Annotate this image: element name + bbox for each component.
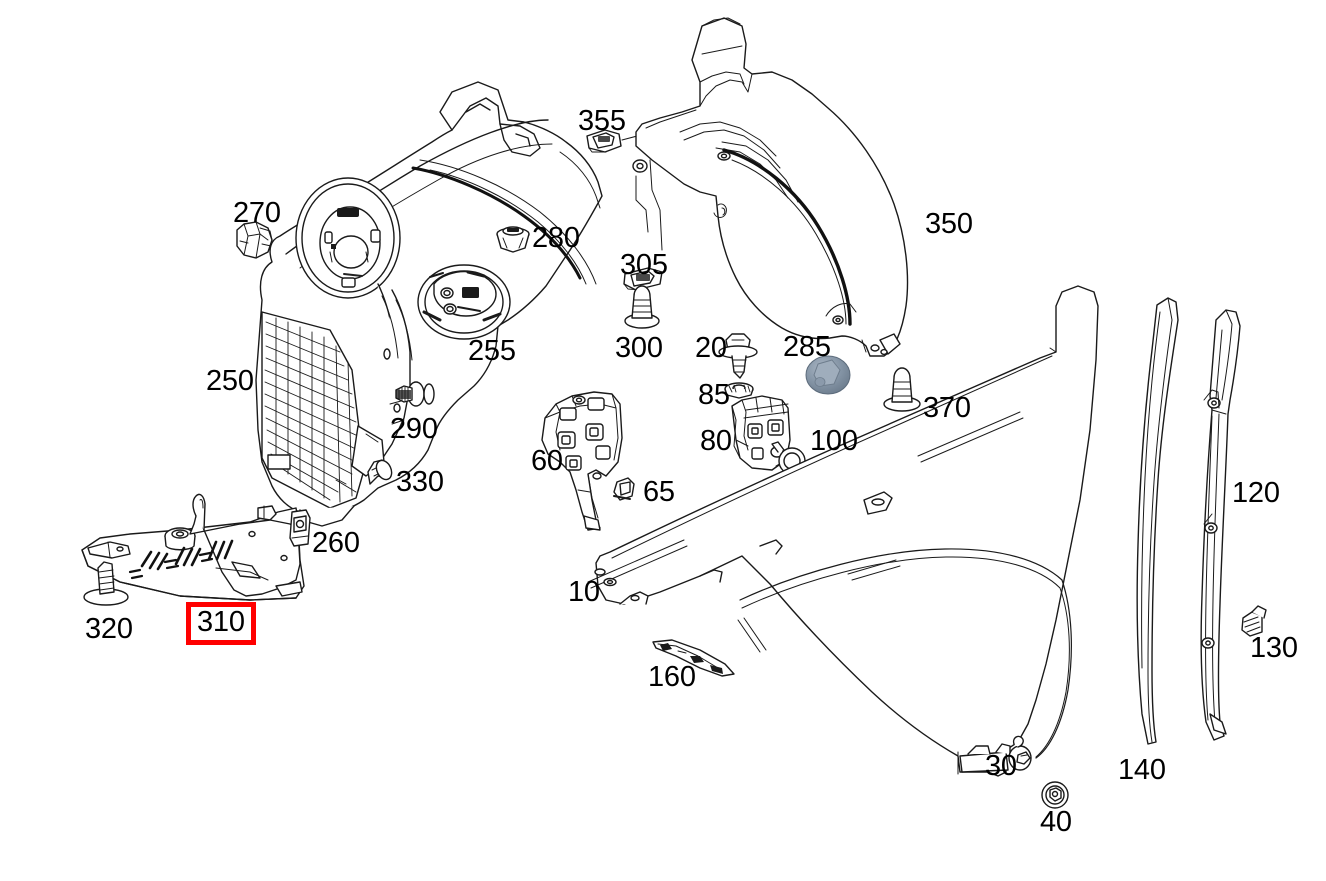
part-20-hex-flange-bolt (718, 333, 758, 379)
callout-label-330[interactable]: 330 (396, 466, 444, 498)
part-60-mounting-bracket (541, 391, 623, 531)
callout-label-80[interactable]: 80 (700, 425, 732, 457)
callout-label-300[interactable]: 300 (615, 332, 663, 364)
callout-label-140[interactable]: 140 (1118, 754, 1166, 786)
callout-label-255[interactable]: 255 (468, 335, 516, 367)
part-80-reinforcement-bracket (731, 395, 791, 471)
callout-label-280[interactable]: 280 (532, 222, 580, 254)
part-350-right-wheel-arch-liner (632, 17, 909, 357)
part-85-washer (724, 382, 754, 399)
part-320-push-pin-rivet (83, 561, 129, 606)
callout-label-350[interactable]: 350 (925, 208, 973, 240)
callout-label-120[interactable]: 120 (1232, 477, 1280, 509)
callout-label-285[interactable]: 285 (783, 331, 831, 363)
part-130-screw (1241, 605, 1267, 637)
part-260-spring-nut-clip (289, 509, 311, 547)
part-140-fender-trim-strip-outer (1136, 297, 1179, 745)
part-310-lower-engine-panel (81, 493, 305, 601)
callout-label-305[interactable]: 305 (620, 249, 668, 281)
part-300-push-pin-rivet (624, 285, 660, 329)
callout-label-260[interactable]: 260 (312, 527, 360, 559)
part-255-access-cover (417, 264, 511, 340)
callout-label-20[interactable]: 20 (695, 332, 727, 364)
part-330-self-tapping-screw (367, 459, 393, 485)
callout-label-10[interactable]: 10 (568, 576, 600, 608)
part-65-retainer-clip (613, 477, 635, 501)
callout-label-100[interactable]: 100 (810, 425, 858, 457)
callout-label-160[interactable]: 160 (648, 661, 696, 693)
callout-label-85[interactable]: 85 (698, 379, 730, 411)
callout-label-130[interactable]: 130 (1250, 632, 1298, 664)
callout-label-270[interactable]: 270 (233, 197, 281, 229)
part-160-molding-strip (652, 639, 735, 677)
part-285-grommet-plug (805, 355, 851, 395)
callout-label-250[interactable]: 250 (206, 365, 254, 397)
callout-label-40[interactable]: 40 (1040, 806, 1072, 838)
callout-label-60[interactable]: 60 (531, 445, 563, 477)
part-290-expanding-rivet-small (395, 381, 435, 407)
callout-label-65[interactable]: 65 (643, 476, 675, 508)
part-270-retaining-clip (236, 221, 273, 259)
callout-label-370[interactable]: 370 (923, 392, 971, 424)
part-40-hex-nut (1041, 781, 1069, 809)
part-355-spring-clip (586, 129, 622, 153)
callout-label-290[interactable]: 290 (390, 413, 438, 445)
part-10-front-fender-panel (587, 285, 1099, 777)
callout-label-320[interactable]: 320 (85, 613, 133, 645)
callout-label-30[interactable]: 30 (985, 750, 1017, 782)
part-120-fender-trim-strip-inner (1200, 309, 1241, 741)
part-370-push-pin-rivet (883, 367, 921, 412)
callout-label-310-highlighted[interactable]: 310 (186, 602, 256, 645)
part-280-expanding-rivet (496, 226, 530, 253)
callout-label-355[interactable]: 355 (578, 105, 626, 137)
part-30-clip-fastener (1008, 735, 1032, 771)
